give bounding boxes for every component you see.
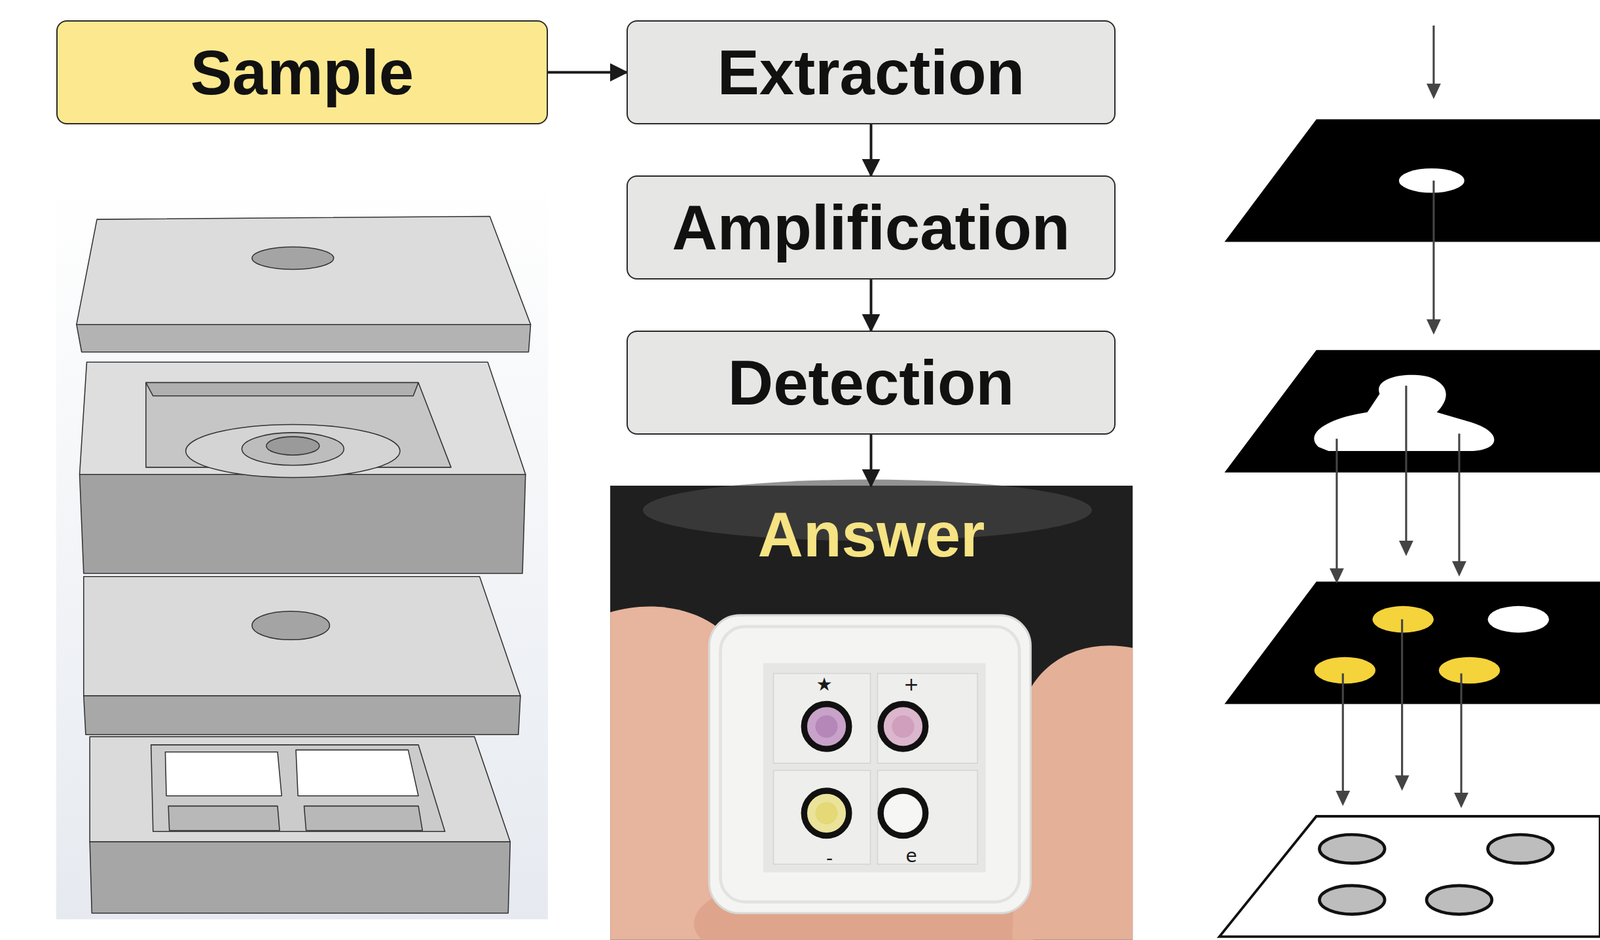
- cad-exploded-housing: [56, 184, 548, 920]
- layer-stack-schematic: [1335, 438, 1338, 571]
- flow-arrow: [870, 124, 873, 176]
- device-photo: [877, 673, 978, 764]
- cad-exploded-housing: [151, 745, 446, 832]
- cad-exploded-housing: [89, 736, 510, 842]
- layer-stack-schematic: [1432, 180, 1435, 322]
- device-photo: [720, 626, 1020, 903]
- layer-stack-schematic: [1219, 816, 1600, 937]
- node-label: Detection: [727, 348, 1015, 418]
- layer-stack-schematic: [1329, 568, 1345, 584]
- layer-stack-schematic: [1395, 775, 1410, 791]
- layer-stack-schematic: [1438, 657, 1501, 685]
- layer-stack-schematic: [1404, 385, 1407, 543]
- device-photo: [803, 704, 850, 750]
- cad-exploded-housing: [252, 611, 330, 641]
- well-mark: ★: [815, 675, 833, 694]
- layer-stack-schematic: [1459, 673, 1462, 795]
- device-photo: [709, 615, 1031, 914]
- photo-panel: Answer: [610, 485, 1133, 940]
- cad-exploded-housing: [168, 805, 280, 831]
- device-photo: [815, 715, 838, 738]
- layer-stack-schematic: [1224, 581, 1600, 704]
- layer-stack-schematic: [1488, 606, 1550, 634]
- layer-stack-schematic: [1452, 561, 1467, 577]
- device-photo: [891, 715, 914, 738]
- layer-stack-schematic: [1336, 25, 1462, 795]
- layer-stack-schematic: [1329, 83, 1469, 809]
- layer-stack-schematic: [1454, 792, 1469, 808]
- cad-exploded-housing: [89, 841, 510, 914]
- cad-exploded-housing: [252, 246, 334, 270]
- device-photo: [815, 801, 838, 825]
- device-photo: [880, 704, 926, 750]
- layer-stack-schematic: [1219, 25, 1600, 937]
- cad-exploded-housing: [185, 424, 400, 478]
- device-photo: [773, 770, 871, 865]
- device-photo: [880, 790, 926, 837]
- layer-stack-schematic: [1426, 83, 1441, 99]
- device-photo: [763, 663, 986, 873]
- layer-stack-schematic: [1313, 375, 1494, 452]
- layer-stack-schematic: [1314, 657, 1377, 685]
- node-label: Sample: [190, 37, 414, 108]
- layer-stack-schematic: [1335, 790, 1350, 806]
- well-mark: -: [826, 849, 833, 869]
- node-label: Answer: [758, 500, 986, 570]
- cad-exploded-housing: [266, 436, 320, 455]
- cad-exploded-housing: [145, 382, 419, 397]
- device-photo: [803, 790, 850, 837]
- cad-exploded-housing: [83, 576, 521, 696]
- device-photo: [610, 485, 1133, 940]
- layer-stack-schematic: [1400, 619, 1403, 778]
- layer-stack-schematic: [1399, 540, 1414, 556]
- node-label: Extraction: [717, 37, 1025, 108]
- layer-stack-schematic: [1488, 834, 1554, 864]
- layer-stack-schematic: [1342, 673, 1345, 793]
- process-box: Extraction: [626, 20, 1116, 125]
- flow-arrow: [870, 279, 873, 331]
- well-mark: e: [905, 847, 917, 866]
- cad-exploded-housing: [79, 474, 526, 574]
- layer-stack-schematic: [1426, 319, 1441, 335]
- cad-exploded-housing: [56, 184, 548, 920]
- device-photo: [610, 479, 1133, 940]
- device-photo: [877, 770, 978, 865]
- sample-box: Sample: [56, 20, 548, 125]
- cad-exploded-housing: [79, 362, 526, 474]
- device-photo: [773, 673, 871, 764]
- layer-stack-schematic: [1399, 168, 1465, 193]
- cad-exploded-housing: [295, 750, 419, 797]
- layer-stack-schematic: [1457, 433, 1460, 564]
- layer-stack-schematic: [1224, 350, 1600, 473]
- flow-arrow: [870, 434, 873, 486]
- cad-exploded-housing: [76, 324, 531, 353]
- layer-stack-schematic: [1432, 25, 1435, 86]
- cad-exploded-housing: [303, 805, 423, 831]
- well-mark: +: [903, 675, 919, 694]
- flow-arrow: [547, 71, 627, 74]
- process-box: Detection: [626, 330, 1116, 435]
- cad-exploded-housing: [241, 432, 344, 466]
- layer-stack-schematic: [1319, 885, 1385, 915]
- cad-exploded-housing: [165, 752, 283, 797]
- layer-stack-schematic: [1319, 834, 1385, 864]
- node-label: Amplification: [671, 193, 1070, 263]
- layer-stack-schematic: [1224, 119, 1600, 242]
- cad-exploded-housing: [76, 216, 531, 325]
- cad-exploded-housing: [83, 695, 521, 735]
- process-box: Amplification: [626, 175, 1116, 280]
- layer-stack-schematic: [1426, 885, 1492, 915]
- illustrations: [56, 25, 1600, 940]
